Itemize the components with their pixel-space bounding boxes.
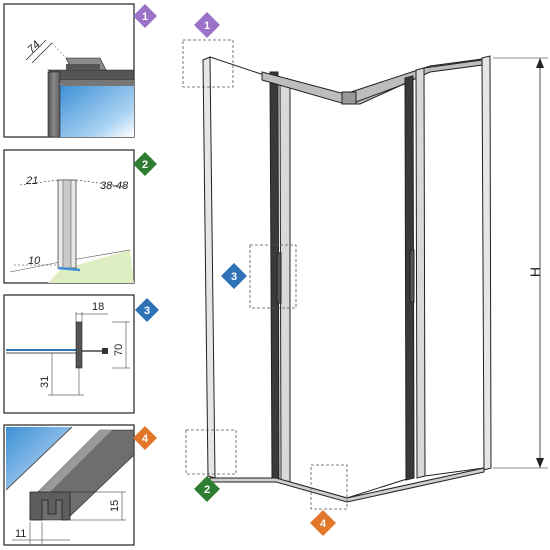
panel3-dim-height: 70	[113, 344, 125, 356]
panel2-dim-top-left: 21	[25, 175, 38, 187]
main-marker-2: 2	[194, 476, 220, 502]
height-dimension: H	[493, 57, 548, 469]
callout-box-4	[310, 464, 348, 510]
main-marker-3: 3	[221, 263, 247, 289]
panel4-dim-width: 11	[15, 528, 26, 540]
svg-text:1: 1	[204, 20, 210, 32]
callout-box-3	[249, 244, 297, 309]
panel4-marker: 4	[133, 426, 157, 450]
main-marker-4: 4	[310, 510, 336, 536]
detail-panel-3: 18 70 31	[3, 294, 135, 414]
panel2-marker: 2	[133, 152, 157, 176]
detail-panel-1: 74	[3, 3, 135, 138]
panel2-dim-top-right: 38-48	[100, 180, 129, 192]
callout-box-2	[185, 429, 237, 475]
svg-text:3: 3	[144, 305, 150, 317]
panel3-dim-offset: 31	[39, 376, 51, 388]
panel2-dim-bottom: 10	[28, 255, 41, 267]
panel3-marker: 3	[135, 298, 159, 322]
svg-text:4: 4	[142, 433, 149, 445]
panel3-dim-width: 18	[92, 301, 104, 313]
height-label: H	[527, 267, 543, 277]
svg-text:2: 2	[204, 484, 210, 496]
panel1-marker: 1	[133, 4, 157, 28]
svg-text:1: 1	[142, 11, 148, 23]
main-marker-1: 1	[194, 12, 220, 38]
svg-text:4: 4	[320, 518, 327, 530]
callout-box-1	[182, 39, 234, 88]
panel4-dim-height: 15	[109, 500, 121, 512]
detail-panel-4: 15 11	[3, 424, 135, 546]
svg-text:3: 3	[231, 271, 237, 283]
main-enclosure	[202, 55, 492, 503]
detail-panel-2: 21 38-48 10	[3, 149, 135, 284]
svg-text:2: 2	[142, 159, 148, 171]
